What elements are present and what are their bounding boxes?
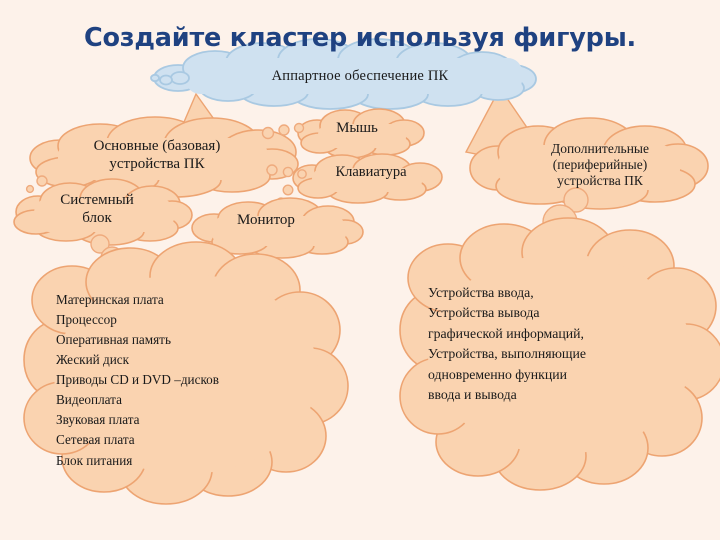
cloud-label-system-unit: Системный блок bbox=[60, 192, 134, 226]
dots-basic-to-keyboard bbox=[266, 164, 307, 179]
list-item: Звуковая плата bbox=[56, 412, 140, 428]
list-item: Оперативная память bbox=[56, 332, 171, 348]
cloud-label-mouse: Мышь bbox=[336, 120, 378, 136]
list-item: Устройства вывода bbox=[428, 305, 540, 321]
cloud-label-root: Аппартное обеспечение ПК bbox=[271, 68, 449, 84]
cloud-extra-devices[interactable] bbox=[469, 117, 709, 210]
dots-basic-to-mouse bbox=[261, 122, 305, 140]
list-item: Устройства ввода, bbox=[428, 285, 534, 300]
list-item: Материнская плата bbox=[56, 292, 164, 307]
cloud-basic-devices[interactable] bbox=[25, 116, 299, 198]
list-item: Сетевая плата bbox=[56, 432, 135, 448]
list-item: ввода и вывода bbox=[428, 387, 517, 403]
list-item: Процессор bbox=[56, 312, 117, 328]
list-item: Устройства, выполняющие bbox=[428, 346, 587, 362]
list-item: одновременно функции bbox=[428, 366, 568, 382]
list-item: Блок питания bbox=[56, 452, 133, 468]
cloud-system-unit[interactable] bbox=[13, 178, 193, 270]
page-title: Создайте кластер используя фигуры. bbox=[83, 23, 637, 54]
cloud-label-keyboard: Клавиатура bbox=[335, 164, 407, 180]
cloud-internal-parts[interactable] bbox=[23, 241, 349, 505]
list-item: Приводы CD и DVD –дисков bbox=[56, 372, 220, 388]
cloud-peripheral-parts[interactable] bbox=[399, 187, 720, 491]
list-item: Жеский диск bbox=[56, 352, 130, 368]
cloud-label-extra-devices: Дополнительные (периферийные) устройства… bbox=[550, 141, 649, 188]
list-item: графической информаций, bbox=[428, 325, 584, 341]
cloud-label-basic-devices: Основные (базовая) устройства ПК bbox=[93, 138, 221, 172]
cloud-keyboard[interactable] bbox=[292, 153, 443, 204]
peripheral-parts-list: Устройства ввода, Устройства вывода графич… bbox=[428, 283, 678, 405]
cloud-root[interactable] bbox=[150, 38, 537, 110]
cloud-label-monitor: Монитор bbox=[237, 212, 295, 228]
cloud-monitor[interactable] bbox=[191, 197, 364, 259]
list-item: Видеоплата bbox=[56, 392, 122, 408]
